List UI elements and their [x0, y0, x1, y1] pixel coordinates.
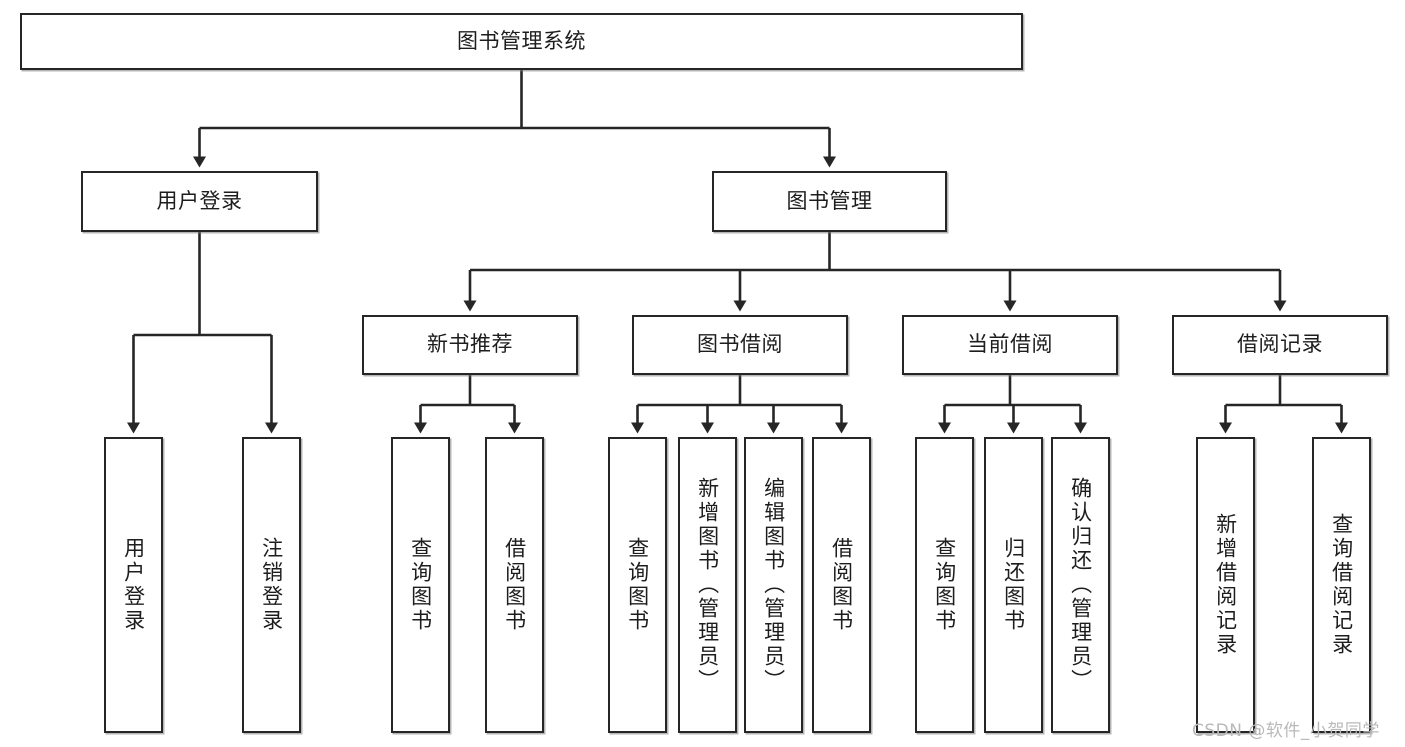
leaf-edit-book-admin[interactable]: 编辑图书（管理员）	[744, 437, 803, 733]
leaf-label: 用户登录	[121, 537, 146, 633]
node-book-borrow[interactable]: 图书借阅	[632, 315, 848, 375]
leaf-borrow-book[interactable]: 借阅图书	[812, 437, 871, 733]
leaf-label: 查询图书	[932, 537, 957, 633]
leaf-query-book-current[interactable]: 查询图书	[915, 437, 974, 733]
node-borrow-record[interactable]: 借阅记录	[1172, 315, 1388, 375]
node-current-borrow[interactable]: 当前借阅	[902, 315, 1118, 375]
leaf-label: 编辑图书（管理员）	[761, 477, 786, 693]
csdn-watermark: CSDN @软件_小贺同学	[1192, 721, 1380, 741]
leaf-user-login[interactable]: 用户登录	[104, 437, 163, 733]
leaf-add-book-admin[interactable]: 新增图书（管理员）	[678, 437, 737, 733]
leaf-query-book-borrow[interactable]: 查询图书	[608, 437, 667, 733]
leaf-label: 查询图书	[625, 537, 650, 633]
node-new-book-recommend[interactable]: 新书推荐	[362, 315, 578, 375]
leaf-label: 借阅图书	[829, 537, 854, 633]
leaf-add-borrow-record[interactable]: 新增借阅记录	[1196, 437, 1255, 733]
leaf-query-book-recommend[interactable]: 查询图书	[391, 437, 450, 733]
leaf-label: 查询图书	[408, 537, 433, 633]
leaf-return-book[interactable]: 归还图书	[984, 437, 1043, 733]
leaf-confirm-return-admin[interactable]: 确认归还（管理员）	[1051, 437, 1110, 733]
leaf-label: 确认归还（管理员）	[1068, 477, 1093, 693]
leaf-label: 借阅图书	[502, 537, 527, 633]
leaf-label: 注销登录	[259, 537, 284, 633]
node-root-system[interactable]: 图书管理系统	[20, 13, 1023, 70]
leaf-label: 新增借阅记录	[1213, 513, 1238, 657]
leaf-label: 查询借阅记录	[1329, 513, 1354, 657]
leaf-label: 新增图书（管理员）	[695, 477, 720, 693]
leaf-borrow-book-recommend[interactable]: 借阅图书	[485, 437, 544, 733]
leaf-logout-login[interactable]: 注销登录	[242, 437, 301, 733]
node-book-management[interactable]: 图书管理	[712, 171, 947, 232]
leaf-label: 归还图书	[1001, 537, 1026, 633]
node-user-login[interactable]: 用户登录	[81, 171, 318, 232]
leaf-query-borrow-record[interactable]: 查询借阅记录	[1312, 437, 1371, 733]
